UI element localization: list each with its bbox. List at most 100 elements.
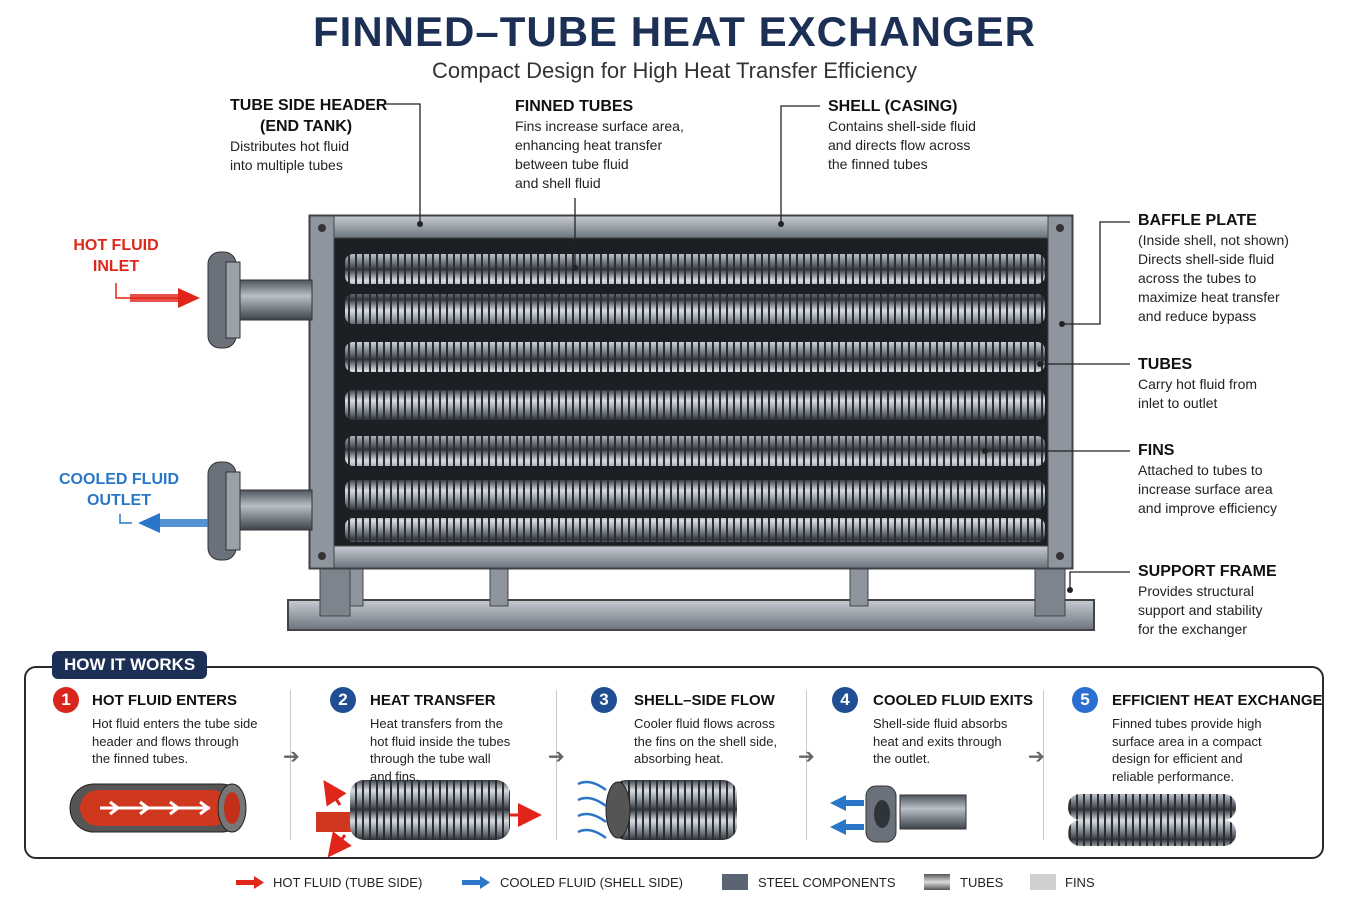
callout-text: Carry hot fluid from bbox=[1138, 376, 1258, 392]
callout-text: between tube fluid bbox=[515, 156, 629, 172]
legend-steel-label: STEEL COMPONENTS bbox=[758, 875, 896, 890]
callout-text: inlet to outlet bbox=[1138, 395, 1218, 411]
finned-tubes bbox=[345, 254, 1045, 542]
step-arrow-icon: ➔ bbox=[798, 746, 815, 768]
how-it-works-badge: HOW IT WORKS bbox=[52, 651, 208, 679]
step-divider bbox=[290, 690, 291, 840]
step-text: Finned tubes provide high surface area i… bbox=[1112, 715, 1307, 785]
step-line: design for efficient and bbox=[1112, 751, 1243, 766]
outlet-pipe bbox=[207, 461, 313, 561]
step-line: the fins on the shell side, bbox=[634, 733, 778, 749]
step-line: through the tube wall bbox=[370, 751, 491, 766]
finned-tube bbox=[345, 254, 1045, 284]
step-number: 2 bbox=[330, 687, 356, 713]
legend-hot-swatch bbox=[236, 880, 256, 885]
step-title: HOT FLUID ENTERS bbox=[92, 692, 237, 709]
cool-outlet-arrow bbox=[119, 513, 208, 533]
step-line: surface area in a compact bbox=[1112, 733, 1262, 749]
callout-text: across the tubes to bbox=[1138, 270, 1257, 286]
step-line: hot fluid inside the tubes bbox=[370, 733, 511, 749]
step4-illustration bbox=[830, 785, 967, 843]
callout-text: and shell fluid bbox=[515, 175, 601, 191]
callout-text: (Inside shell, not shown) bbox=[1138, 232, 1289, 248]
callout-title: TUBE SIDE HEADER bbox=[230, 97, 388, 114]
step1-illustration bbox=[69, 783, 247, 833]
how-it-works-panel bbox=[24, 666, 1324, 859]
step-arrow-icon: ➔ bbox=[548, 746, 565, 768]
callout-text: increase surface area bbox=[1138, 481, 1273, 497]
step-divider bbox=[556, 690, 557, 840]
callout-text: Distributes hot fluid bbox=[230, 138, 350, 154]
callout-text: for the exchanger bbox=[1138, 621, 1247, 637]
step5-illustration bbox=[1068, 794, 1236, 846]
callout-text: and directs flow across bbox=[828, 137, 971, 153]
step-number: 3 bbox=[591, 687, 617, 713]
inlet-pipe bbox=[207, 251, 313, 349]
step-text: Shell-side fluid absorbs heat and exits … bbox=[873, 715, 1068, 768]
hot-inlet-label: HOT FLUID INLET bbox=[60, 235, 172, 277]
inlet-label-line: INLET bbox=[92, 258, 140, 275]
callout-text: Contains shell-side fluid bbox=[828, 118, 976, 134]
callout-title: FINNED TUBES bbox=[515, 98, 634, 115]
step-line: the finned tubes. bbox=[92, 751, 189, 766]
callout-text: and reduce bypass bbox=[1138, 308, 1257, 324]
callout-text: enhancing heat transfer bbox=[515, 137, 663, 153]
callout-title: TUBES bbox=[1138, 356, 1193, 373]
step-line: header and flows through bbox=[92, 733, 239, 749]
finned-tube bbox=[345, 480, 1045, 510]
callout-baffle: BAFFLE PLATE (Inside shell, not shown) D… bbox=[1138, 210, 1289, 326]
step-text: Heat transfers from the hot fluid inside… bbox=[370, 715, 565, 785]
step-divider bbox=[806, 690, 807, 840]
step-line: heat and exits through bbox=[873, 733, 1002, 749]
callout-tube-header: TUBE SIDE HEADER (END TANK) Distributes … bbox=[230, 95, 387, 175]
step-line: and fins. bbox=[370, 768, 420, 784]
step-line: absorbing heat. bbox=[634, 751, 724, 766]
inlet-label-line: HOT FLUID bbox=[73, 237, 159, 254]
outlet-label-line: COOLED FLUID bbox=[59, 471, 179, 488]
step3-illustration bbox=[577, 780, 737, 840]
callout-title: FINS bbox=[1138, 442, 1175, 459]
step-line: Heat transfers from the bbox=[370, 716, 503, 731]
step-title: SHELL–SIDE FLOW bbox=[634, 692, 775, 709]
step-number: 4 bbox=[832, 687, 858, 713]
callout-title: SUPPORT FRAME bbox=[1138, 563, 1277, 580]
step-line: the outlet. bbox=[873, 751, 931, 766]
callout-title: BAFFLE PLATE bbox=[1138, 212, 1257, 229]
step-line: reliable performance. bbox=[1112, 768, 1235, 784]
step-line: Cooler fluid flows across bbox=[634, 716, 775, 731]
step-line: Shell-side fluid absorbs bbox=[873, 716, 1008, 731]
step-text: Cooler fluid flows across the fins on th… bbox=[634, 715, 829, 768]
legend-tubes-label: TUBES bbox=[960, 875, 1004, 890]
legend-fins-label: FINS bbox=[1065, 875, 1095, 890]
legend-fins-swatch bbox=[1030, 874, 1056, 890]
callout-text: Provides structural bbox=[1138, 583, 1254, 599]
page-title: FINNED–TUBE HEAT EXCHANGER bbox=[313, 8, 1036, 55]
legend-cool-swatch bbox=[462, 880, 482, 885]
callout-text: into multiple tubes bbox=[230, 157, 343, 173]
callout-finned-tubes: FINNED TUBES Fins increase surface area,… bbox=[515, 96, 684, 193]
step-number: 1 bbox=[53, 687, 79, 713]
callout-text: Directs shell-side fluid bbox=[1138, 251, 1275, 267]
step-arrow-icon: ➔ bbox=[283, 746, 300, 768]
leader-dots bbox=[417, 221, 1073, 593]
step-title: COOLED FLUID EXITS bbox=[873, 692, 1034, 709]
legend-tubes-swatch bbox=[924, 874, 950, 890]
outlet-label-line: OUTLET bbox=[87, 492, 151, 509]
step-number: 5 bbox=[1072, 687, 1098, 713]
callout-title: SHELL (CASING) bbox=[828, 98, 958, 115]
callout-text: maximize heat transfer bbox=[1138, 289, 1280, 305]
page-subtitle: Compact Design for High Heat Transfer Ef… bbox=[431, 58, 918, 83]
callout-title: (END TANK) bbox=[260, 118, 353, 135]
step-line: Hot fluid enters the tube side bbox=[92, 716, 258, 731]
callout-shell: SHELL (CASING) Contains shell-side fluid… bbox=[828, 96, 976, 174]
callout-fins: FINS Attached to tubes to increase surfa… bbox=[1138, 440, 1277, 518]
leader-lines bbox=[386, 103, 1130, 590]
legend-steel-swatch bbox=[722, 874, 748, 890]
cool-outlet-label: COOLED FLUID OUTLET bbox=[55, 469, 183, 511]
step-text: Hot fluid enters the tube side header an… bbox=[92, 715, 287, 768]
callout-support: SUPPORT FRAME Provides structural suppor… bbox=[1138, 561, 1277, 639]
callout-tubes: TUBES Carry hot fluid from inlet to outl… bbox=[1138, 354, 1257, 413]
callout-text: the finned tubes bbox=[828, 156, 928, 172]
callout-text: support and stability bbox=[1138, 602, 1263, 618]
